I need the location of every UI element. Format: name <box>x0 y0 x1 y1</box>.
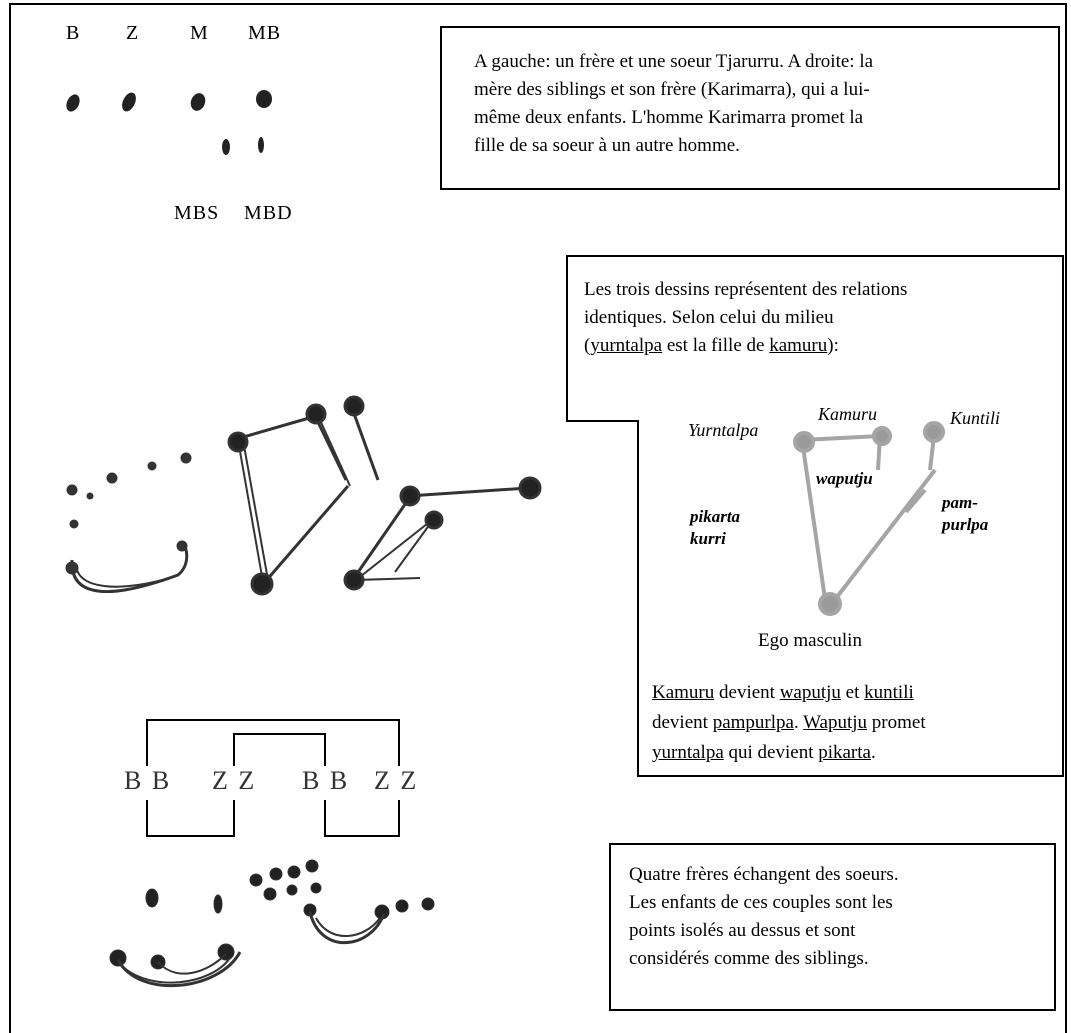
caption-box-middle: Les trois dessins représentent des relat… <box>584 276 907 360</box>
caption-line: Kamuru devient waputju et kuntili <box>652 682 914 703</box>
inset-label-ego: Ego masculin <box>758 630 862 651</box>
figure-frame <box>9 3 1067 1033</box>
exchange-label-bb-1: B B <box>124 766 172 795</box>
inset-label-yurntalpa: Yurntalpa <box>688 420 759 440</box>
label-mbd: MBD <box>244 202 293 224</box>
caption-line: considérés comme des siblings. <box>629 948 869 969</box>
caption-line: points isolés au dessus et sont <box>629 920 856 941</box>
drawing-middle <box>227 395 380 596</box>
caption-line: Les trois dessins représentent des relat… <box>584 279 908 300</box>
inset-label-waputju: waputju <box>816 469 873 488</box>
inset-label-kamuru: Kamuru <box>818 404 878 424</box>
box2-border <box>566 255 1064 777</box>
caption-line: (yurntalpa est la fille de kamuru): <box>584 335 839 356</box>
label-mb: MB <box>248 22 282 44</box>
exchange-label-zz-1: Z Z <box>212 766 257 795</box>
drawing-bottom <box>109 859 435 988</box>
inset-drawing <box>793 421 945 616</box>
exchange-brackets <box>146 719 400 837</box>
inset-label-pampurlpa: pam-purlpa <box>942 493 989 534</box>
caption-line: mère des siblings et son frère (Karimarr… <box>474 79 870 100</box>
caption-box-top: A gauche: un frère et une soeur Tjarurru… <box>440 26 1060 190</box>
caption-line: devient pampurlpa. Waputju promet <box>652 712 926 733</box>
top-family-dots <box>66 90 272 155</box>
drawing-left <box>65 452 192 593</box>
exchange-label-bb-2: B B <box>302 766 350 795</box>
inset-label-kuntili: Kuntili <box>950 408 1001 428</box>
caption-line: Quatre frères échangent des soeurs. <box>629 864 899 885</box>
caption-line: fille de sa soeur à un autre homme. <box>474 135 740 156</box>
caption-box-bottom: Quatre frères échangent des soeurs. Les … <box>609 843 1056 1011</box>
caption-line: identiques. Selon celui du milieu <box>584 307 834 328</box>
exchange-label-zz-2: Z Z <box>374 766 419 795</box>
caption-line: A gauche: un frère et une soeur Tjarurru… <box>474 51 874 72</box>
drawing-right <box>343 476 542 591</box>
label-z: Z <box>126 22 140 44</box>
caption-line: Les enfants de ces couples sont les <box>629 892 893 913</box>
label-b: B <box>66 22 81 44</box>
label-m: M <box>190 22 209 44</box>
caption-line: yurntalpa qui devient pikarta. <box>652 742 876 763</box>
label-mbs: MBS <box>174 202 220 224</box>
caption-box-middle-footer: Kamuru devient waputju et kuntili devien… <box>652 678 926 768</box>
caption-line: même deux enfants. L'homme Karimarra pro… <box>474 107 864 128</box>
